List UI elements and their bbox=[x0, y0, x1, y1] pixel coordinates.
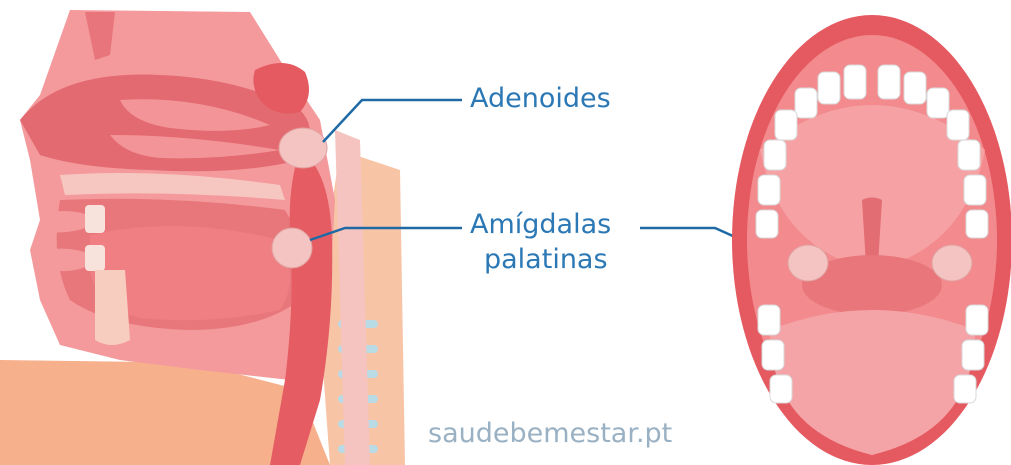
watermark-text: saudebemestar.pt bbox=[428, 418, 672, 449]
open-mouth-front-view bbox=[732, 15, 1011, 465]
adenoid-tissue bbox=[279, 128, 327, 168]
palatine-tonsil-right bbox=[932, 245, 972, 281]
label-amigdalas: Amígdalas bbox=[470, 208, 611, 242]
palatine-tonsil-side bbox=[272, 228, 312, 268]
mandible bbox=[95, 270, 130, 345]
label-adenoides: Adenoides bbox=[470, 82, 611, 116]
sagittal-head-section bbox=[0, 10, 405, 465]
label-palatinas: palatinas bbox=[484, 243, 608, 277]
upper-tooth bbox=[85, 205, 105, 233]
lower-tooth bbox=[85, 245, 105, 271]
palatine-tonsil-left bbox=[788, 245, 828, 281]
